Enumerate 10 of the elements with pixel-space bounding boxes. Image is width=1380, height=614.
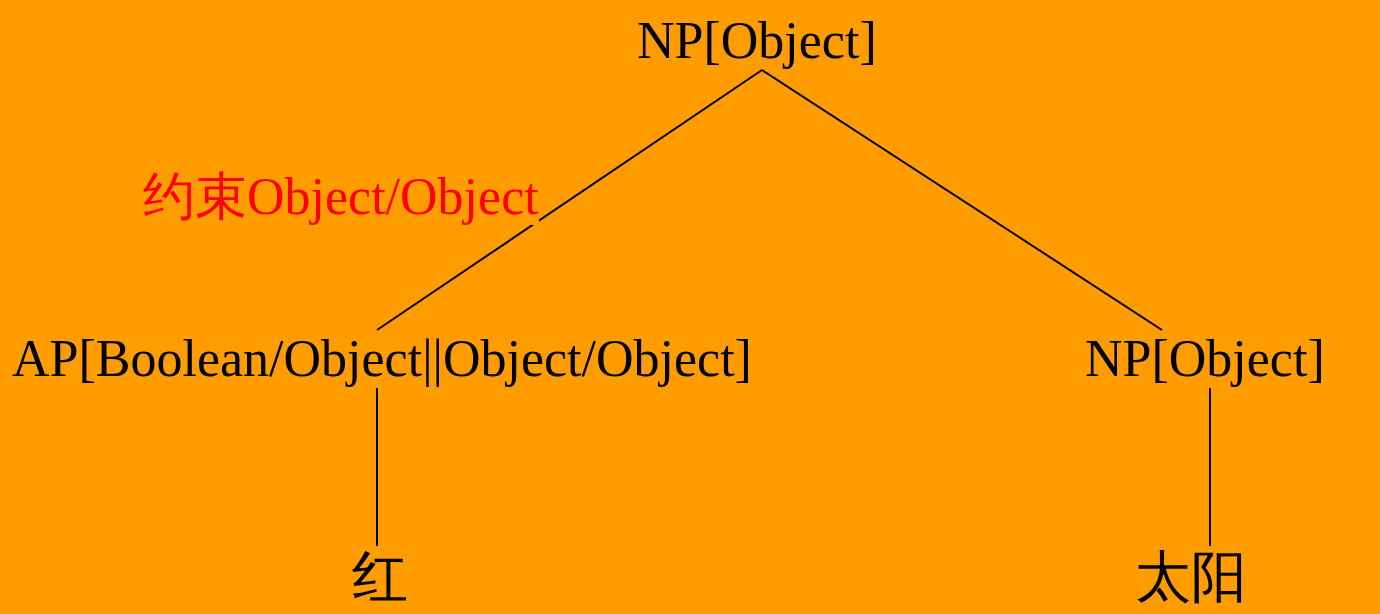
tree-branch-line [761,69,1163,331]
tree-node-label: 红 [352,546,408,609]
tree-node-label: NP[Object] [637,12,877,71]
tree-branch-line [1209,387,1211,547]
edge-label: 约束Object/Object [143,168,539,226]
tree-node-label: NP[Object] [1085,330,1325,389]
tree-branch-line [376,69,763,331]
tree-node-label: 太阳 [1135,546,1247,609]
tree-branch-line [376,387,378,547]
tree-node-label: AP[Boolean/Object||Object/Object] [12,330,752,389]
